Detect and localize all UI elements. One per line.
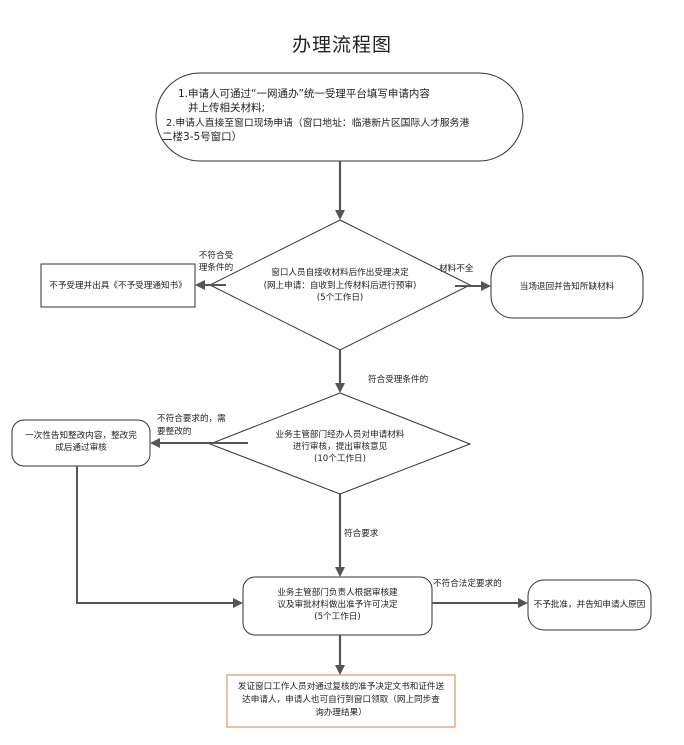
approval-box: [242, 576, 433, 636]
rectification-label-line-2: 要整改的: [157, 427, 192, 437]
final-line-2: 达申请人，申请人也可自行到窗口领取（网上同步查: [242, 695, 440, 705]
decision-acceptance-line-2: (网上申请：自收到上传材料后进行预审): [263, 281, 417, 291]
meets-acceptance-label: 符合受理条件的: [368, 375, 429, 385]
rectification-line-2: 成后通过审核: [55, 443, 107, 453]
decision-acceptance-line-1: 窗口人员自接收材料后作出受理决定: [271, 268, 409, 278]
missing-materials-label: 材料不全: [439, 264, 474, 274]
denial-label: 不符合法定要求的: [433, 579, 502, 589]
final-line-1: 发证窗口工作人员对通过复核的准予决定文书和证件送: [237, 682, 445, 692]
reject-text: 不予受理并出具《不予受理通知书》: [49, 281, 187, 291]
page-title: 办理流程图: [291, 34, 392, 56]
reject-label-line-2: 理条件的: [198, 263, 234, 273]
approval-line-2: 议及审批材料做出准予许可决定: [277, 600, 398, 610]
missing-materials-text: 当场退回并告知所缺材料: [519, 282, 615, 292]
reject-box: [40, 263, 196, 308]
denial-text: 不予批准，并告知申请人原因: [533, 600, 646, 610]
start-line-3: 2.申请人直接至窗口现场申请（窗口地址：临港新片区国际人才服务港: [166, 118, 470, 129]
approval-line-1: 业务主管部门负责人根据审核建: [277, 588, 398, 598]
rectification-label-line-1: 不符合要求的，需: [157, 414, 226, 424]
meets-requirements-label: 符合要求: [344, 529, 379, 539]
final-box: [226, 674, 456, 728]
decision-audit-line-1: 业务主管部门经办人员对申请材料: [275, 430, 405, 440]
approval-line-3: (5个工作日): [314, 612, 361, 622]
missing-materials-box: [490, 255, 644, 319]
arrow-rectification-return: [76, 466, 243, 608]
decision-audit-line-3: (10个工作日): [313, 454, 367, 464]
rectification-line-1: 一次性告知整改内容，整改完: [25, 431, 137, 441]
start-line-4: 二楼3-5号窗口）: [162, 131, 243, 143]
decision-acceptance-line-3: (5个工作日): [316, 293, 364, 303]
reject-label-line-1: 不符合受: [198, 251, 234, 261]
decision-audit-line-2: 进行审核，提出审核意见: [292, 442, 388, 452]
start-line-2: 并上传相关材料;: [188, 102, 266, 114]
denial-box: [527, 579, 652, 631]
start-line-1: 1.申请人可通过“一网通办”统一受理平台填写申请内容: [178, 88, 430, 100]
final-line-3: 询办理结果）: [315, 708, 367, 718]
